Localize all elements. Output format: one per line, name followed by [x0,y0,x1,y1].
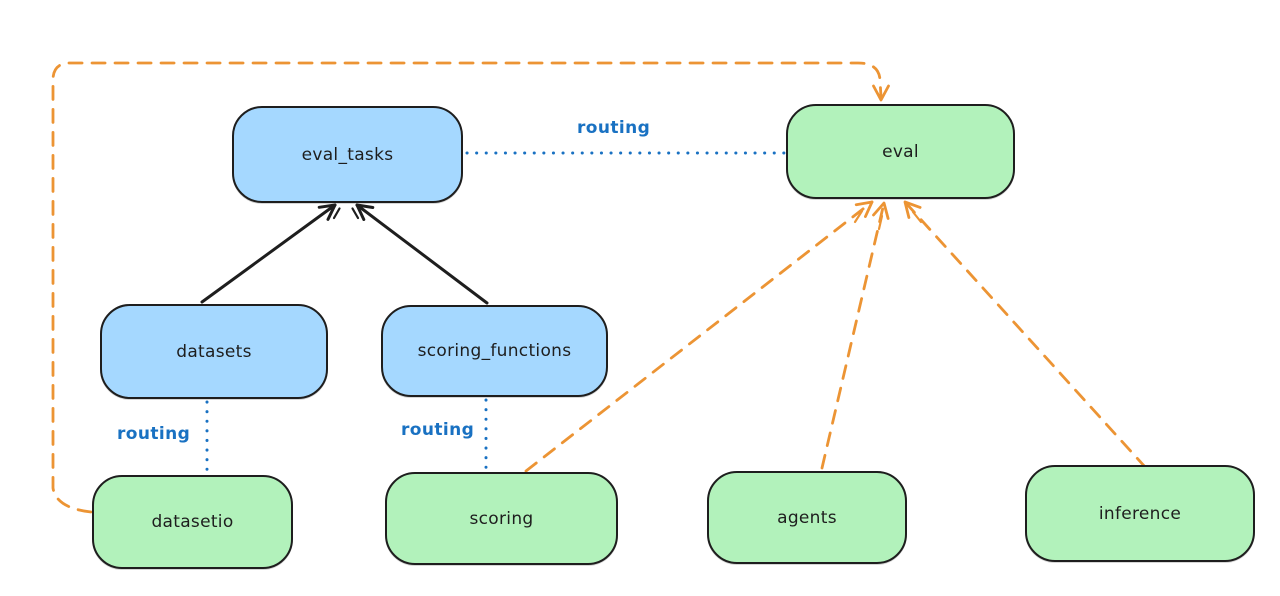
dashed-line [820,201,886,470]
arrow-datasets-to-eval-tasks [200,203,341,304]
arrowhead [872,201,890,220]
node-scoring: scoring [385,472,618,565]
arrow-line [200,203,337,304]
node-label: scoring [469,508,534,529]
edge-label-routing-eval-tasks-to-eval: routing [577,118,651,138]
dashed-arrow-inference-to-eval [903,200,1148,470]
arrowhead-sketch-stroke [911,210,923,224]
arrowhead [317,203,337,221]
arrow-line [355,203,489,305]
node-label: eval_tasks [301,144,394,165]
dashed-arrow-datasetio-to-eval [51,61,890,514]
node-agents: agents [707,471,907,564]
arrowhead-sketch-stroke [853,209,864,224]
arrowhead [355,203,375,221]
node-label: datasetio [151,512,234,532]
arrowhead [872,84,890,102]
node-label: datasets [176,341,252,362]
node-label: agents [777,507,837,528]
node-eval: eval [786,104,1015,199]
dashed-line [903,200,1148,470]
node-label: scoring_functions [417,341,572,361]
node-inference: inference [1025,465,1255,562]
edge-label-routing-scoring-functions-to-scoring: routing [401,420,475,440]
dashed-arrow-agents-to-eval [820,201,890,470]
dashed-line [524,200,874,473]
node-label: inference [1098,503,1182,524]
arrowhead [854,200,874,218]
dashed-line [51,61,883,514]
node-eval-tasks: eval_tasks [232,106,463,203]
node-label: eval [882,141,919,162]
node-datasets: datasets [100,304,328,399]
node-datasetio: datasetio [92,475,293,569]
arrow-scoring-functions-to-eval-tasks [351,203,489,305]
arrowhead-sketch-stroke [351,207,360,220]
arrowhead [903,200,922,219]
edge-label-routing-datasets-to-datasetio: routing [117,424,191,444]
dashed-arrow-scoring-to-eval [524,200,874,473]
node-scoring-functions: scoring_functions [381,305,608,397]
arrowhead-sketch-stroke [877,214,884,231]
arrowhead-sketch-stroke [332,207,341,220]
